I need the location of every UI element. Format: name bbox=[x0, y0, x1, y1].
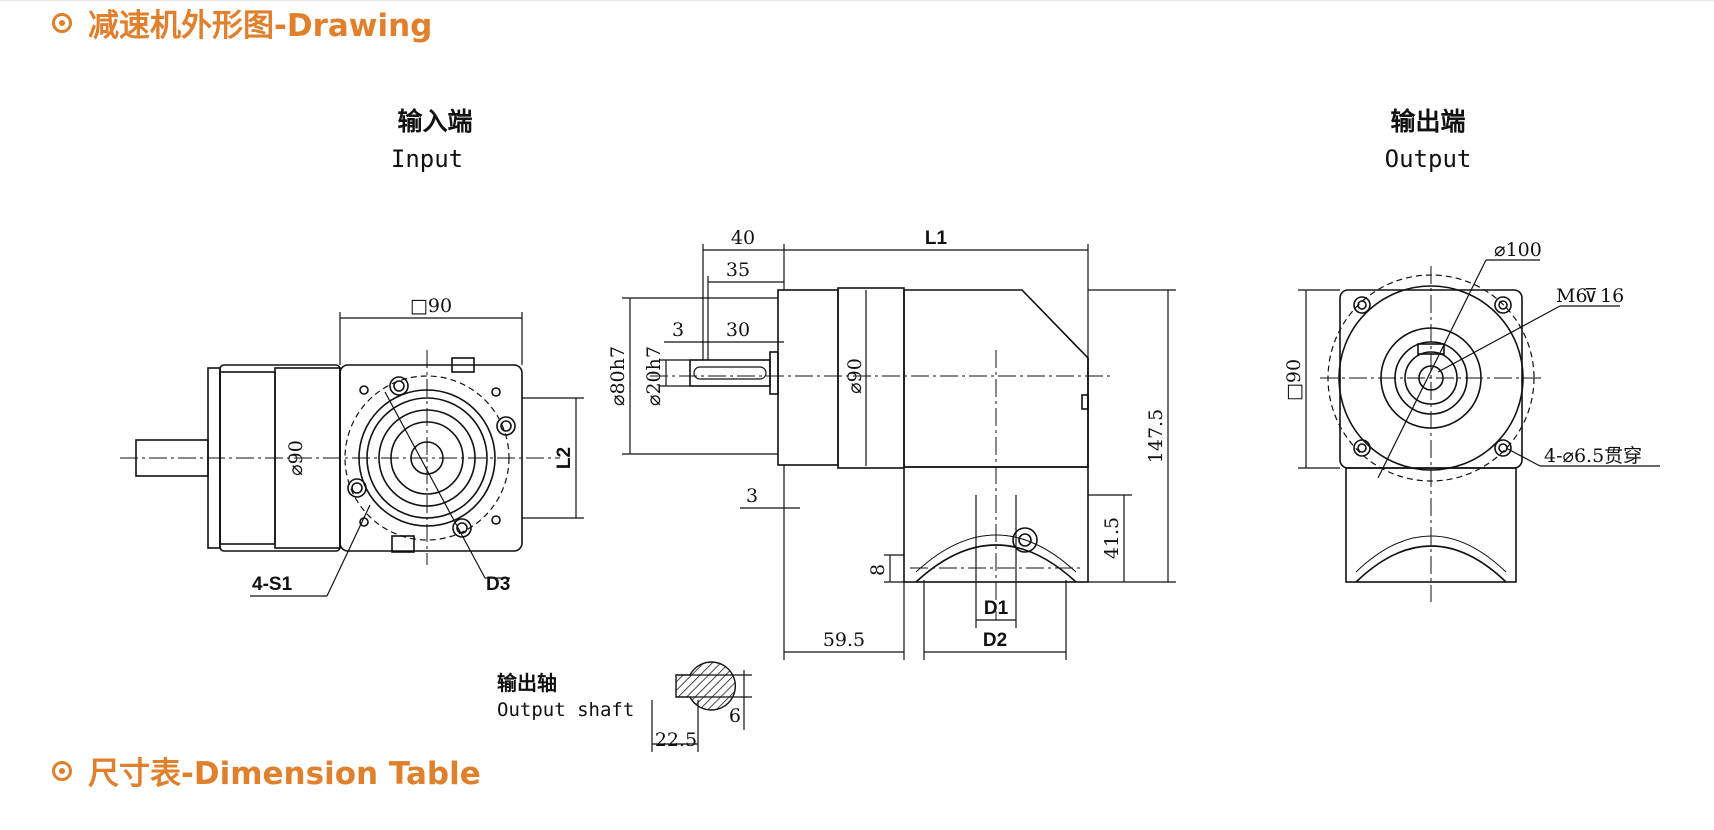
dim-line-sq90-input bbox=[339, 312, 584, 519]
section-bullet-icon bbox=[52, 12, 72, 33]
section-bullet-icon bbox=[52, 760, 72, 781]
dim-l2: L2 bbox=[554, 447, 575, 469]
depth-icon: ⊽ bbox=[1584, 285, 1598, 307]
shaft-title-cn: 输出轴 bbox=[497, 671, 557, 695]
input-view-title-en: Input bbox=[391, 145, 463, 173]
section-title-table: 尺寸表-Dimension Table bbox=[88, 756, 481, 792]
dim-s1: 4-S1 bbox=[252, 574, 293, 595]
dim-6: 6 bbox=[729, 705, 741, 727]
dim-3-top: 3 bbox=[672, 319, 684, 341]
output-view-title-en: Output bbox=[1385, 145, 1472, 173]
dim-147-5: 147.5 bbox=[1145, 409, 1167, 463]
dim-sq90-output: □90 bbox=[1283, 359, 1305, 401]
section-header-table: 尺寸表-Dimension Table bbox=[52, 748, 481, 793]
dim-dia90-side: ⌀90 bbox=[844, 358, 866, 394]
dim-holes: 4-⌀6.5贯穿 bbox=[1544, 445, 1642, 467]
side-dim-lines bbox=[622, 244, 1176, 660]
section-title-drawing: 减速机外形图-Drawing bbox=[88, 8, 433, 44]
side-centerlines bbox=[650, 350, 1110, 620]
input-view-title-cn: 输入端 bbox=[397, 107, 472, 136]
dim-dia90-input: ⌀90 bbox=[285, 440, 307, 476]
output-view-title-cn: 输出端 bbox=[1390, 107, 1465, 136]
dim-l1: L1 bbox=[925, 228, 948, 249]
section-header-drawing: 减速机外形图-Drawing bbox=[52, 0, 432, 45]
dim-59-5: 59.5 bbox=[823, 629, 865, 651]
dim-30: 30 bbox=[726, 319, 750, 341]
dim-sq90-input: □90 bbox=[410, 295, 452, 317]
dim-35: 35 bbox=[726, 259, 750, 281]
shaft-title-en: Output shaft bbox=[497, 699, 634, 721]
input-end-view bbox=[135, 357, 523, 597]
dim-40: 40 bbox=[731, 227, 755, 249]
dim-d2: D2 bbox=[983, 630, 1007, 651]
output-centerlines bbox=[1320, 266, 1545, 602]
dim-depth-16: 16 bbox=[1600, 285, 1624, 307]
dim-41-5: 41.5 bbox=[1101, 517, 1123, 559]
dim-dia20h7: ⌀20h7 bbox=[643, 346, 665, 406]
top-divider bbox=[0, 0, 1714, 1]
output-shaft-section bbox=[651, 661, 752, 752]
output-end-view bbox=[1298, 259, 1660, 583]
dim-3-left: 3 bbox=[746, 485, 758, 507]
dim-d3: D3 bbox=[486, 574, 510, 595]
dim-dia100: ⌀100 bbox=[1494, 239, 1542, 261]
dim-22-5: 22.5 bbox=[655, 729, 697, 751]
dim-8: 8 bbox=[867, 564, 889, 576]
dim-d1: D1 bbox=[984, 598, 1009, 619]
dim-dia80h7: ⌀80h7 bbox=[607, 346, 629, 406]
dim-m6: M6 bbox=[1556, 285, 1588, 307]
input-centerlines bbox=[120, 350, 560, 565]
